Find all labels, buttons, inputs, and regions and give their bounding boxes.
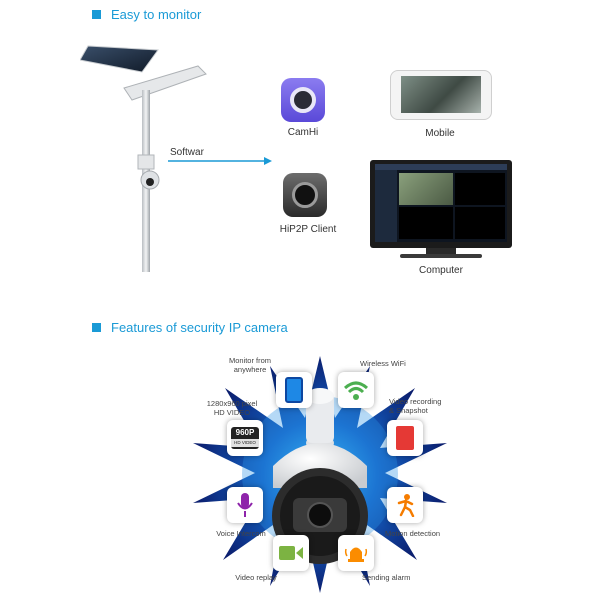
monitor-stand [426,248,456,254]
sd-card-icon [396,426,414,450]
sending-alarm-tile [338,535,374,571]
section-title-text: Features of security IP camera [111,320,288,335]
feature-label-wifi: Wireless WiFi [360,359,406,368]
section-title-monitor: Easy to monitor [92,7,201,22]
badge-top-text: 960P [235,428,255,437]
video-camera-icon [279,546,303,560]
wifi-icon [343,381,369,400]
feature-label-recording: Video recording& Snapshot [389,397,442,415]
feature-label-replay: Video replay [235,573,277,582]
smartphone-icon [285,377,303,403]
monitor-screen [375,164,507,242]
mobile-label: Mobile [425,128,455,139]
monitor-anywhere-tile [276,372,312,408]
section-title-features: Features of security IP camera [92,320,288,335]
running-person-icon [397,494,415,517]
starburst-background [193,356,447,593]
hd-video-tile: 960P HD VIDEO [227,420,263,456]
microphone-icon [237,493,253,517]
right-arrow-icon [168,157,272,165]
camera-lens-icon [292,182,318,208]
mobile-screen-image [401,76,481,113]
mobile-phone[interactable] [390,70,492,120]
camhi-app-icon[interactable] [281,78,325,122]
solar-street-light-illustration [80,45,207,272]
video-recording-tile [387,420,423,456]
camhi-label: CamHi [287,127,319,138]
wifi-tile [338,372,374,408]
feature-label-intercom: Voice Intercom [216,529,266,538]
voice-intercom-tile [227,487,263,523]
section-title-text: Easy to monitor [111,7,202,22]
video-replay-tile [273,535,309,571]
bullet-square-icon [92,10,101,19]
feature-label-motion: Motion detection [385,529,441,538]
computer-label: Computer [419,265,463,276]
hd-badge-icon: 960P HD VIDEO [231,427,259,449]
monitor-base [400,254,482,258]
hip2p-client-app-icon[interactable] [283,173,327,217]
alarm-bell-icon [344,547,368,562]
badge-bottom-text: HD VIDEO [231,439,259,447]
motion-detection-tile [387,487,423,523]
arrow-label: Softwar [170,147,204,158]
bullet-square-icon [92,323,101,332]
feature-label-alarm: Sending alarm [362,573,411,582]
camera-lens-icon [290,87,316,113]
computer-monitor[interactable] [370,160,512,248]
hip2p-client-label: HiP2P Client [279,224,337,235]
